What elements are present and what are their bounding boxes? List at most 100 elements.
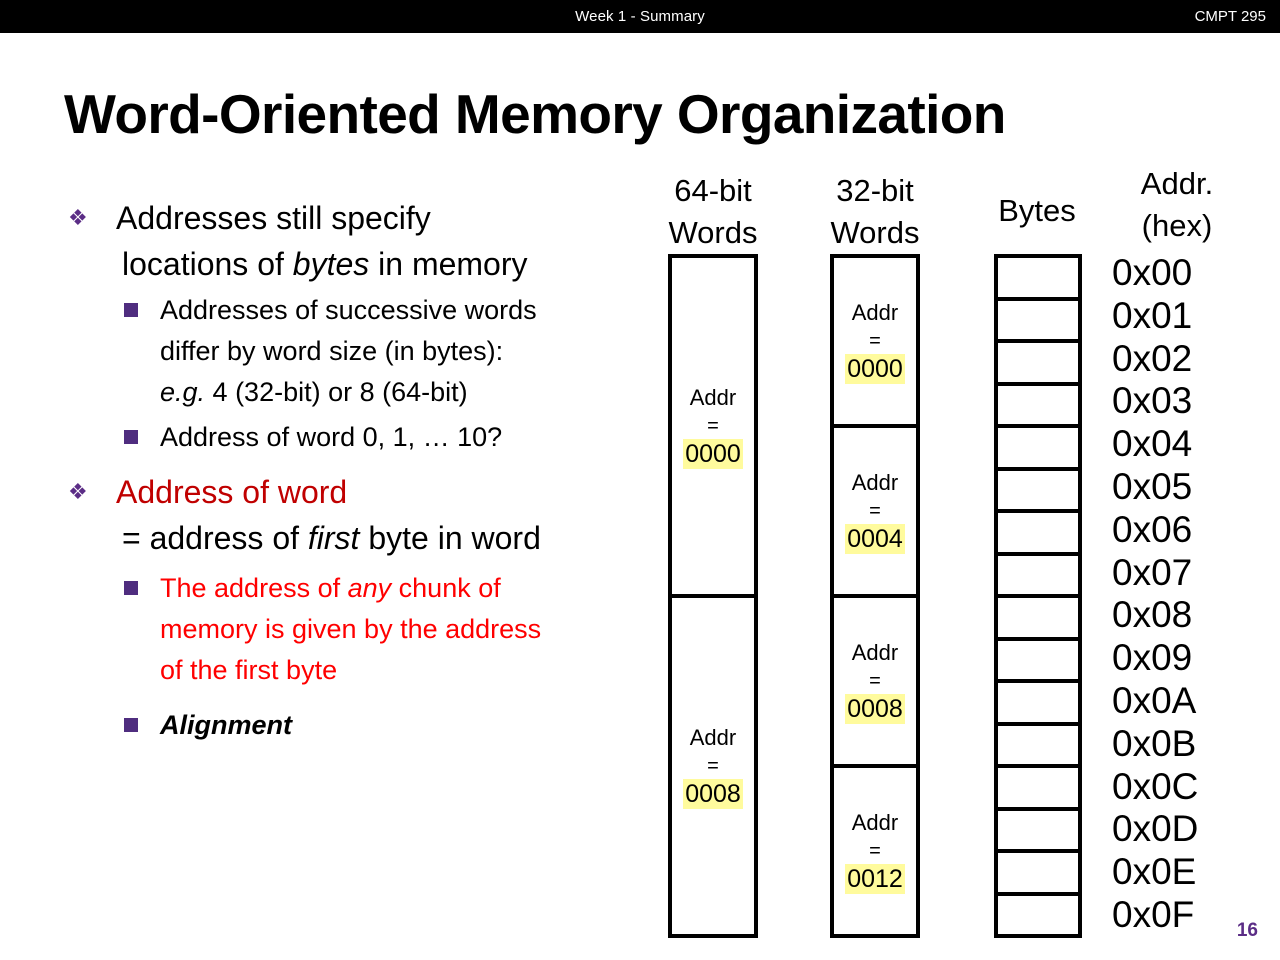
sub-bullet-post: chunk of: [391, 573, 501, 603]
column-32bit-words: Addr = 0000 Addr = 0004 Addr = 0008: [830, 254, 920, 938]
square-bullet-icon: [124, 303, 138, 317]
sub-bullet-line3: of the first byte: [160, 655, 338, 685]
diamond-bullet-icon: ❖: [68, 205, 88, 230]
column-bytes: [994, 254, 1082, 938]
sub-bullet-text: Alignment: [160, 710, 292, 740]
sub-bullet-italic: any: [347, 573, 392, 603]
address-label: 0x07: [1112, 551, 1193, 593]
column-header-addr-hex: Addr. (hex): [1104, 163, 1250, 247]
square-bullet-icon: [124, 581, 138, 595]
word-cell-64bit: Addr = 0000: [672, 258, 754, 598]
column-64bit-words: Addr = 0000 Addr = 0008: [668, 254, 758, 938]
addr-value: 0000: [845, 353, 905, 384]
byte-cell: [998, 768, 1078, 811]
byte-cell: [998, 513, 1078, 556]
address-label: 0x02: [1112, 337, 1193, 379]
addr-value: 0008: [845, 693, 905, 724]
square-bullet-icon: [124, 430, 138, 444]
word-cell-64bit: Addr = 0008: [672, 598, 754, 934]
page-number: 16: [1236, 920, 1258, 941]
header-title: Week 1 - Summary: [575, 8, 705, 25]
address-label: 0x04: [1112, 423, 1193, 465]
sub-bullet-pre: The address of: [160, 573, 348, 603]
addr-value: 0012: [845, 863, 905, 894]
equals-sign: =: [707, 754, 719, 777]
diamond-bullet-icon: ❖: [68, 479, 88, 504]
column-header-64bit-words: 64-bit Words: [640, 170, 786, 254]
address-label: 0x0C: [1112, 765, 1199, 807]
address-label: 0x0E: [1112, 851, 1197, 893]
address-label: 0x00: [1112, 252, 1193, 293]
bullet-level1-address-of-word: ❖ Address of word: [62, 470, 662, 514]
byte-cell: [998, 641, 1078, 683]
byte-cell: [998, 853, 1078, 896]
bullet-level1-address-of-word-line2: = address of first byte in word: [62, 516, 662, 560]
header-line1: Bytes: [998, 193, 1076, 228]
byte-cell: [998, 556, 1078, 598]
byte-cell: [998, 343, 1078, 386]
byte-cell: [998, 258, 1078, 301]
equals-sign: =: [869, 499, 881, 522]
bullet-level1-addresses-line2: locations of bytes in memory: [62, 242, 662, 286]
equals-sign: =: [707, 414, 719, 437]
address-label: 0x09: [1112, 637, 1193, 679]
column-header-32bit-words: 32-bit Words: [802, 170, 948, 254]
bullet-text-line1: Address of word: [116, 474, 348, 510]
bullet-text-italic: first: [307, 520, 360, 556]
word-cell-32bit: Addr = 0004: [834, 428, 916, 598]
word-cell-label: Addr = 0004: [845, 468, 905, 555]
bullet-list: ❖ Addresses still specify locations of b…: [62, 196, 662, 746]
byte-cell: [998, 683, 1078, 726]
equals-sign: =: [869, 669, 881, 692]
header-line2: (hex): [1141, 208, 1213, 243]
word-cell-label: Addr = 0012: [845, 808, 905, 895]
word-cell-label: Addr = 0000: [845, 298, 905, 385]
word-cell-label: Addr = 0008: [683, 723, 743, 810]
addr-label: Addr: [851, 639, 899, 665]
address-label: 0x0F: [1112, 893, 1195, 935]
column-header-bytes: Bytes: [962, 190, 1112, 232]
byte-cell: [998, 428, 1078, 471]
byte-cell: [998, 301, 1078, 343]
byte-cell: [998, 896, 1078, 935]
byte-cell: [998, 726, 1078, 768]
bullet-text-post: in memory: [369, 246, 528, 282]
square-bullet-icon: [124, 718, 138, 732]
sub-bullet-line3-italic: e.g.: [160, 377, 206, 407]
header-line1: 32-bit: [836, 173, 914, 208]
address-label: 0x0D: [1112, 808, 1199, 850]
bullet-text-pre: = address of: [122, 520, 308, 556]
header-line2: Words: [830, 215, 920, 250]
byte-cell: [998, 811, 1078, 853]
equals-sign: =: [869, 839, 881, 862]
bullet-text-line1: Addresses still specify: [116, 200, 431, 236]
addr-value: 0008: [683, 778, 743, 809]
word-cell-label: Addr = 0008: [845, 638, 905, 725]
addr-value: 0000: [683, 438, 743, 469]
sub-bullet-line1: Addresses of successive words: [160, 295, 537, 325]
bullet-text-italic: bytes: [292, 246, 370, 282]
equals-sign: =: [869, 329, 881, 352]
addr-label: Addr: [851, 299, 899, 325]
addr-label: Addr: [851, 809, 899, 835]
addr-value: 0004: [845, 523, 905, 554]
address-label: 0x03: [1112, 380, 1193, 422]
address-label: 0x01: [1112, 294, 1193, 336]
byte-cell: [998, 471, 1078, 513]
page-title: Word-Oriented Memory Organization: [64, 83, 1006, 145]
address-label: 0x08: [1112, 594, 1193, 636]
header-bar: Week 1 - Summary CMPT 295: [0, 0, 1280, 33]
header-line1: Addr.: [1140, 166, 1214, 201]
addr-label: Addr: [851, 469, 899, 495]
bullet-level2-alignment: Alignment: [62, 705, 662, 746]
header-line1: 64-bit: [674, 173, 752, 208]
byte-cell: [998, 598, 1078, 641]
bullet-text-pre: locations of: [122, 246, 293, 282]
bullet-level1-addresses: ❖ Addresses still specify: [62, 196, 662, 240]
header-line2: Words: [668, 215, 758, 250]
bullet-level2-successive-words: Addresses of successive words differ by …: [62, 290, 662, 413]
sub-bullet-text: Address of word 0, 1, … 10?: [160, 422, 503, 452]
word-cell-32bit: Addr = 0008: [834, 598, 916, 768]
